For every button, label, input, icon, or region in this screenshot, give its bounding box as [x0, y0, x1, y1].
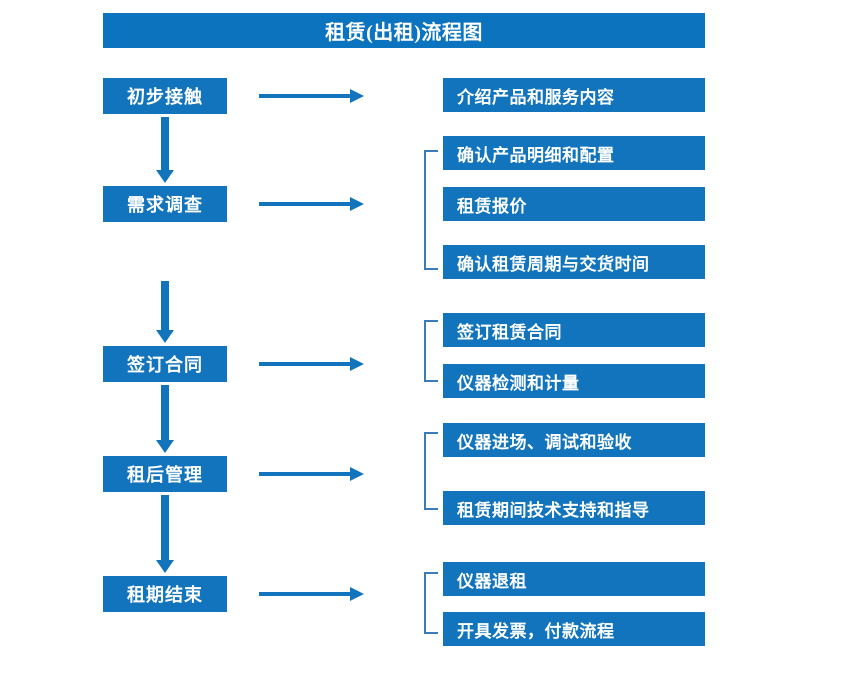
detail-box-technical-support[interactable]: 租赁期间技术支持和指导	[443, 491, 705, 525]
group-bracket-post-rental-management	[424, 432, 438, 510]
detail-box-sign-rental-contract[interactable]: 签订租赁合同	[443, 313, 705, 347]
group-bracket-sign-contract	[424, 320, 438, 382]
right-arrow-icon-3	[259, 357, 364, 371]
right-arrow-icon-2	[259, 197, 364, 211]
right-arrow-icon-1	[259, 89, 364, 103]
stage-box-rental-end[interactable]: 租期结束	[103, 576, 227, 612]
detail-box-confirm-product-spec[interactable]: 确认产品明细和配置	[443, 136, 705, 170]
detail-box-instrument-installation[interactable]: 仪器进场、调试和验收	[443, 423, 705, 457]
stage-box-requirement-survey[interactable]: 需求调查	[103, 186, 227, 222]
down-arrow-icon-3	[156, 385, 174, 453]
group-bracket-rental-end	[424, 572, 438, 634]
detail-box-instrument-inspection[interactable]: 仪器检测和计量	[443, 364, 705, 398]
stage-box-sign-contract[interactable]: 签订合同	[103, 346, 227, 382]
detail-box-confirm-period-delivery[interactable]: 确认租赁周期与交货时间	[443, 245, 705, 279]
detail-box-rental-quotation[interactable]: 租赁报价	[443, 187, 705, 221]
right-arrow-icon-5	[259, 587, 364, 601]
down-arrow-icon-1	[156, 117, 174, 183]
stage-box-post-rental-management[interactable]: 租后管理	[103, 456, 227, 492]
down-arrow-icon-4	[156, 495, 174, 573]
right-arrow-icon-4	[259, 467, 364, 481]
detail-box-introduce-products-services[interactable]: 介绍产品和服务内容	[443, 78, 705, 112]
down-arrow-icon-2	[156, 281, 174, 343]
detail-box-instrument-return[interactable]: 仪器退租	[443, 562, 705, 596]
page-title: 租赁(出租)流程图	[103, 13, 705, 48]
detail-box-invoice-payment[interactable]: 开具发票，付款流程	[443, 612, 705, 646]
stage-box-initial-contact[interactable]: 初步接触	[103, 78, 227, 114]
group-bracket-requirement-survey	[424, 150, 438, 270]
